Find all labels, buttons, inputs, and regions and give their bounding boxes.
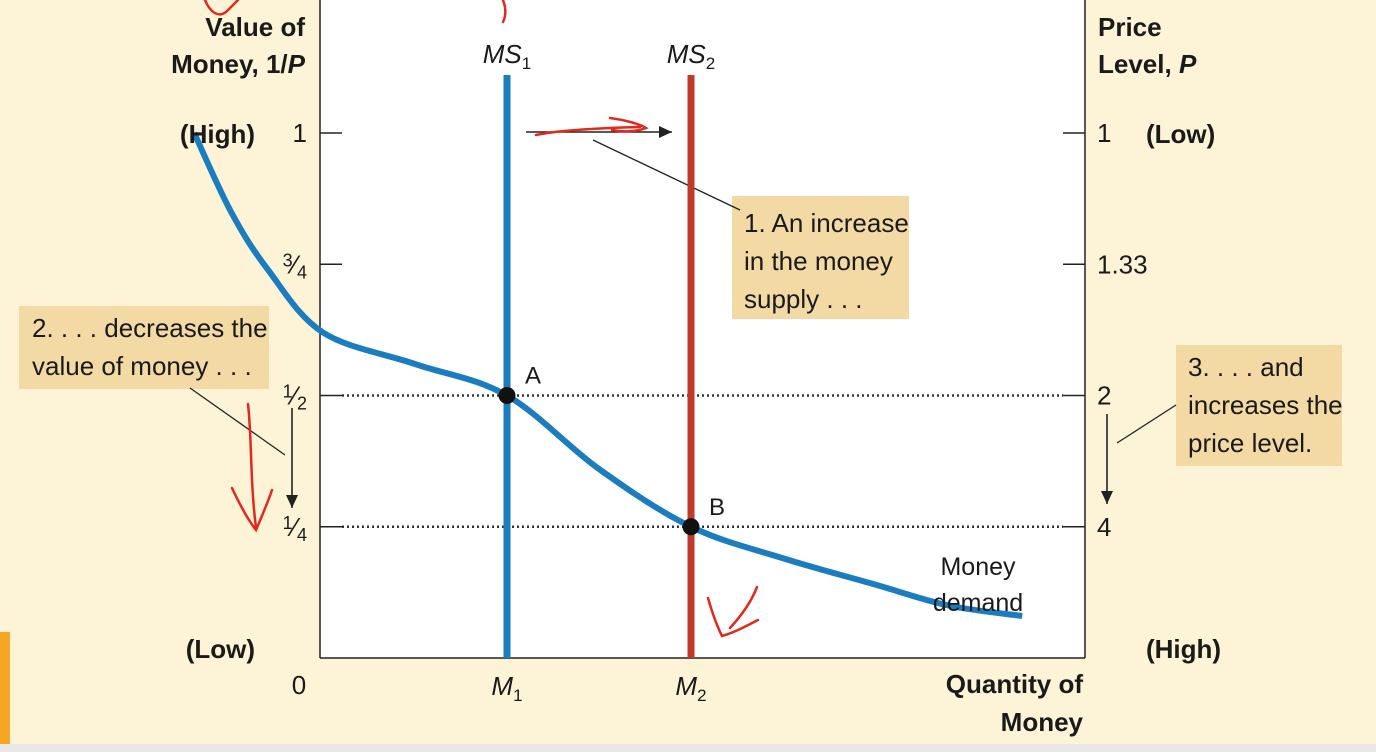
orange-edge-strip	[0, 632, 10, 744]
annotation-text-supply: 1. An increase	[744, 208, 909, 238]
annotation-box-supply	[732, 196, 909, 319]
annotation-box-value	[19, 306, 269, 389]
annotation-text-price: price level.	[1188, 428, 1312, 458]
x-tick-label: M2	[675, 671, 706, 705]
leader-line-price	[1116, 404, 1177, 444]
right-axis-title-line2: Level, P	[1098, 49, 1197, 79]
x-axis-title-line2: Money	[1001, 707, 1084, 737]
right-tick-label: 1.33	[1097, 249, 1148, 279]
left-low-label: (Low)	[186, 634, 255, 664]
right-high-label: (High)	[1146, 634, 1221, 664]
origin-label: 0	[292, 670, 306, 700]
x-tick-label: M1	[491, 671, 522, 705]
annotation-text-price: 3. . . . and	[1188, 352, 1304, 382]
left-axis-title-line1: Value of	[205, 12, 305, 42]
right-low-label: (Low)	[1146, 119, 1215, 149]
supply-label-ms2: MS2	[667, 39, 715, 73]
leader-line-supply	[592, 139, 741, 211]
annotation-text-value: 2. . . . decreases the	[32, 313, 268, 343]
bottom-edge-strip	[0, 744, 1376, 752]
left-tick-label: 1	[293, 118, 307, 148]
point-label-b: B	[709, 494, 725, 521]
handwritten-mark	[534, 116, 649, 137]
annotation-text-value: value of money . . .	[32, 351, 252, 381]
left-axis-title-line2: Money, 1/P	[171, 49, 306, 79]
left-high-label: (High)	[180, 119, 255, 149]
left-tick-label: 3⁄4	[283, 249, 307, 282]
right-tick-label: 2	[1097, 381, 1111, 411]
money-demand-label-line2: demand	[933, 589, 1023, 617]
left-tick-label: 1⁄2	[283, 381, 307, 414]
handwritten-mark	[501, 0, 507, 24]
plot-area	[320, 0, 1085, 658]
right-tick-label: 4	[1097, 512, 1111, 542]
supply-label-ms1: MS1	[483, 39, 531, 73]
equilibrium-point-a	[498, 387, 516, 404]
equilibrium-point-b	[682, 518, 700, 536]
left-tick-label: 1⁄4	[283, 512, 307, 545]
handwritten-mark	[230, 402, 274, 533]
right-axis-title-line1: Price	[1098, 12, 1162, 42]
money-demand-curve	[191, 131, 1023, 619]
value-down-arrow-head	[286, 495, 298, 508]
annotation-box-price	[1176, 345, 1342, 466]
annotation-text-supply: supply . . .	[744, 284, 863, 314]
annotation-text-price: increases the	[1188, 390, 1343, 420]
point-label-a: A	[525, 363, 541, 390]
annotation-text-supply: in the money	[744, 246, 893, 276]
handwritten-mark	[203, 0, 240, 16]
money-demand-label-line1: Money	[940, 553, 1016, 581]
leader-line-value	[189, 387, 286, 456]
x-axis-title-line1: Quantity of	[946, 669, 1084, 699]
price-down-arrow-head	[1101, 491, 1113, 504]
right-tick-label: 1	[1097, 118, 1111, 148]
handwritten-mark	[706, 585, 760, 638]
supply-shift-arrow-head	[659, 126, 672, 138]
